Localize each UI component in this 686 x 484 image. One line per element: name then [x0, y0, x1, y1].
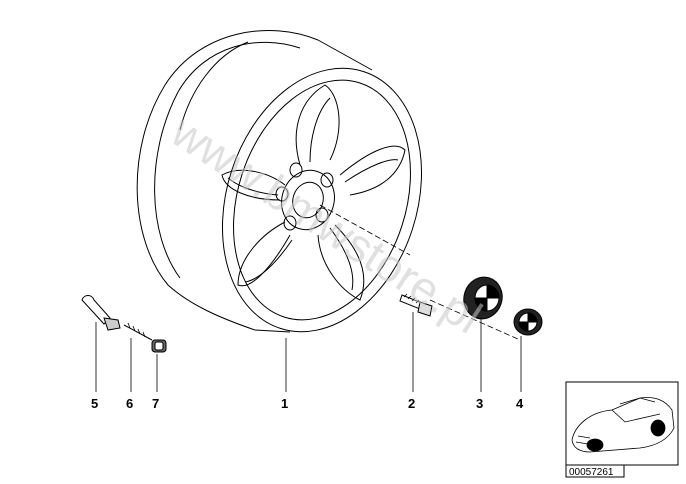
hub-cap: [463, 276, 503, 320]
emblem: [513, 308, 543, 336]
vehicle-inset: 00057261: [565, 381, 679, 478]
car-outline-icon: [571, 397, 675, 453]
callout-5: 5: [91, 396, 98, 411]
tire-valve: [81, 295, 121, 331]
callout-4: 4: [516, 396, 524, 411]
callout-3: 3: [476, 396, 483, 411]
watermark-text: www.bmwstore.pl: [162, 104, 491, 343]
alloy-wheel: [136, 30, 423, 333]
callout-7: 7: [152, 396, 159, 411]
wheel-bolt: [399, 293, 433, 317]
valve-cap: [151, 339, 167, 353]
diagram-code: 00057261: [569, 467, 614, 478]
callout-2: 2: [408, 396, 415, 411]
callout-6: 6: [126, 396, 133, 411]
valve-core: [123, 322, 153, 341]
callout-1: 1: [281, 396, 288, 411]
callout-leaders: [95, 312, 522, 392]
assembly-axis-line: [319, 204, 521, 341]
